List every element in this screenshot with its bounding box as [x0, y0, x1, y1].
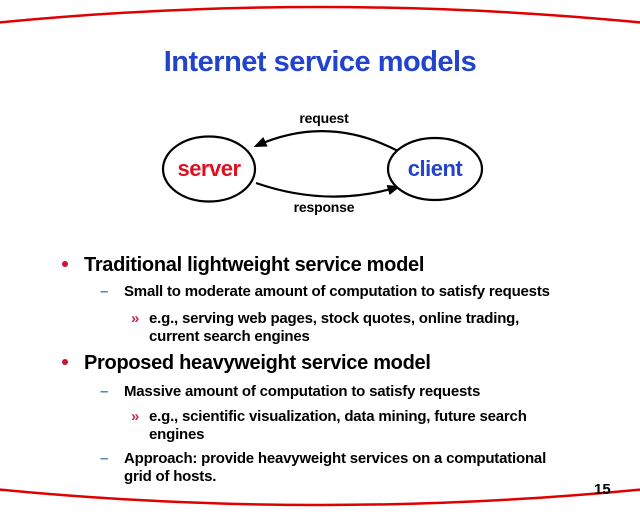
outline-example-line-2: current search engines — [149, 327, 310, 345]
outline-example-line-2: engines — [149, 425, 205, 443]
outline-item-1: Traditional lightweight service model — [62, 253, 424, 277]
outline-example-line-1: e.g., serving web pages, stock quotes, o… — [149, 310, 520, 327]
outline-item-text: Proposed heavyweight service model — [84, 352, 431, 374]
client-node-label: client — [407, 156, 463, 181]
bullet-icon — [62, 261, 68, 267]
outline-item-2: Proposed heavyweight service model — [62, 351, 431, 375]
dash-icon: – — [100, 383, 109, 400]
outline-subitem-line-1: Approach: provide heavyweight services o… — [124, 450, 547, 467]
page-number: 15 — [594, 481, 611, 498]
outline-item-1-example: » e.g., serving web pages, stock quotes,… — [131, 310, 519, 345]
outline-item-2-sub-1: – Massive amount of computation to satis… — [100, 383, 480, 401]
outline-item-2-example: » e.g., scientific visualization, data m… — [131, 408, 527, 443]
chevron-icon: » — [131, 408, 140, 425]
request-arrow-label: request — [299, 110, 349, 126]
outline-item-2-sub-2: – Approach: provide heavyweight services… — [100, 450, 546, 485]
outline-subitem-line-2: grid of hosts. — [124, 467, 217, 485]
response-arrow-label: response — [293, 199, 355, 215]
bullet-icon — [62, 359, 68, 365]
client-ellipse — [386, 136, 484, 202]
outline-item-1-sub-1: – Small to moderate amount of computatio… — [100, 283, 550, 301]
slide-title: Internet service models — [163, 46, 477, 78]
top-border-arc — [0, 5, 640, 24]
response-arrow — [255, 181, 401, 198]
dash-icon: – — [100, 283, 109, 300]
outline-item-text: Traditional lightweight service model — [84, 254, 425, 276]
outline-subitem-text: Small to moderate amount of computation … — [124, 283, 550, 300]
server-ellipse — [161, 135, 257, 203]
bottom-border-arc — [0, 488, 640, 507]
outline-subitem-text: Massive amount of computation to satisfy… — [124, 383, 481, 400]
chevron-icon: » — [131, 310, 140, 327]
dash-icon: – — [100, 450, 109, 467]
outline-example-line-1: e.g., scientific visualization, data min… — [149, 408, 527, 425]
server-node-label: server — [177, 156, 241, 181]
request-arrow — [253, 130, 399, 152]
